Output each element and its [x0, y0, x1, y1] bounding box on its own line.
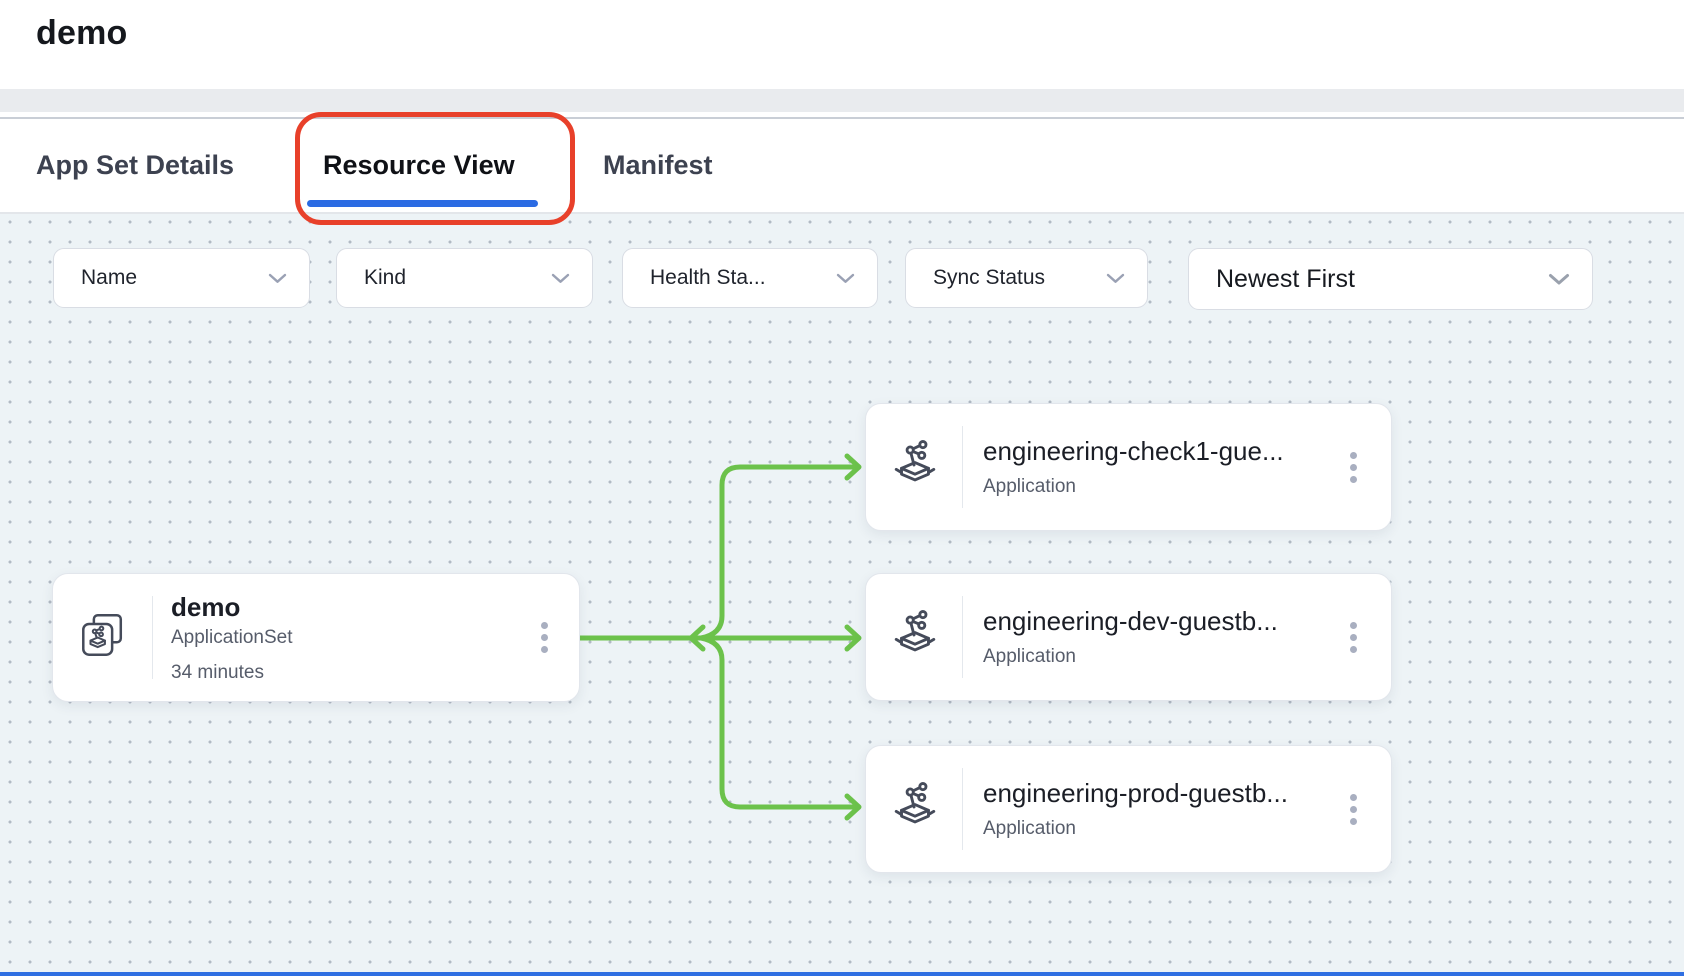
resource-graph-canvas[interactable]: Name Kind Health Sta... Sync Status Newe…: [0, 214, 1684, 976]
node-text-column: demo ApplicationSet 34 minutes: [153, 574, 579, 701]
kebab-dot: [540, 622, 548, 629]
chevron-down-icon: [551, 273, 570, 284]
chevron-down-icon: [836, 273, 855, 284]
card-divider: [961, 596, 963, 678]
node-card-applicationset[interactable]: demo ApplicationSet 34 minutes: [52, 573, 580, 702]
node-card-application-prod[interactable]: engineering-prod-guestb... Application: [865, 745, 1392, 873]
node-name: engineering-check1-gue...: [983, 436, 1284, 466]
node-text-column: engineering-check1-gue... Application: [963, 404, 1391, 530]
node-kind: Application: [983, 818, 1076, 839]
node-name: engineering-dev-guestb...: [983, 606, 1278, 636]
bottom-edge-bar: [0, 972, 1684, 976]
kebab-dot: [1349, 817, 1357, 825]
node-kind: Application: [983, 646, 1076, 667]
kebab-dot: [540, 634, 548, 641]
filter-sync-status-label: Sync Status: [933, 266, 1046, 289]
node-menu-button[interactable]: [531, 574, 557, 701]
arrowhead-junction: [688, 624, 706, 652]
kebab-dot: [1349, 621, 1357, 629]
tab-manifest[interactable]: Manifest: [603, 150, 713, 180]
kebab-dot: [1349, 645, 1357, 653]
header-divider-band: [0, 89, 1684, 112]
node-icon-column: [866, 404, 963, 530]
page-title: demo: [36, 14, 128, 52]
filter-health-status-label: Health Sta...: [650, 266, 766, 289]
card-divider: [961, 426, 963, 508]
node-menu-button[interactable]: [1340, 574, 1366, 700]
applicationset-icon: [78, 610, 128, 665]
node-card-application-dev[interactable]: engineering-dev-guestb... Application: [865, 573, 1392, 701]
node-age: 34 minutes: [171, 661, 264, 683]
node-icon-column: [53, 574, 153, 701]
application-icon: [891, 609, 939, 666]
node-name: demo: [171, 591, 241, 622]
node-card-application-check1[interactable]: engineering-check1-gue... Application: [865, 403, 1392, 531]
edge-root-to-prod: [698, 635, 857, 810]
filter-kind-dropdown[interactable]: Kind: [336, 248, 593, 308]
node-text-column: engineering-prod-guestb... Application: [963, 746, 1391, 872]
tab-bar: App Set Details Resource View Manifest: [0, 119, 1684, 214]
kebab-dot: [540, 646, 548, 653]
kebab-dot: [1349, 633, 1357, 641]
node-kind: ApplicationSet: [171, 626, 293, 648]
node-menu-button[interactable]: [1340, 746, 1366, 872]
sort-order-label: Newest First: [1216, 264, 1355, 293]
filter-name-label: Name: [81, 266, 138, 289]
node-kind: Application: [983, 476, 1076, 497]
kebab-dot: [1349, 463, 1357, 471]
filter-name-dropdown[interactable]: Name: [53, 248, 310, 308]
node-text-column: engineering-dev-guestb... Application: [963, 574, 1391, 700]
edge-root-to-check1: [698, 464, 857, 641]
sort-order-dropdown[interactable]: Newest First: [1188, 248, 1593, 310]
tab-resource-view[interactable]: Resource View: [323, 150, 515, 180]
node-icon-column: [866, 574, 963, 700]
arrowhead-prod: [844, 793, 862, 821]
tab-app-set-details[interactable]: App Set Details: [36, 150, 235, 180]
filter-kind-label: Kind: [364, 266, 407, 289]
chevron-down-icon: [1106, 273, 1125, 284]
node-icon-column: [866, 746, 963, 872]
card-divider: [961, 768, 963, 850]
filter-health-status-dropdown[interactable]: Health Sta...: [622, 248, 878, 308]
arrowhead-dev: [844, 624, 862, 652]
kebab-dot: [1349, 793, 1357, 801]
filter-sync-status-dropdown[interactable]: Sync Status: [905, 248, 1148, 308]
node-menu-button[interactable]: [1340, 404, 1366, 530]
kebab-dot: [1349, 475, 1357, 483]
active-tab-indicator: [307, 200, 538, 207]
application-icon: [891, 439, 939, 496]
kebab-dot: [1349, 451, 1357, 459]
header-divider-line: [0, 117, 1684, 119]
kebab-dot: [1349, 805, 1357, 813]
card-divider: [151, 596, 153, 679]
arrowhead-check1: [844, 453, 862, 481]
application-icon: [891, 781, 939, 838]
chevron-down-icon: [1548, 273, 1570, 286]
node-name: engineering-prod-guestb...: [983, 778, 1288, 808]
chevron-down-icon: [268, 273, 287, 284]
